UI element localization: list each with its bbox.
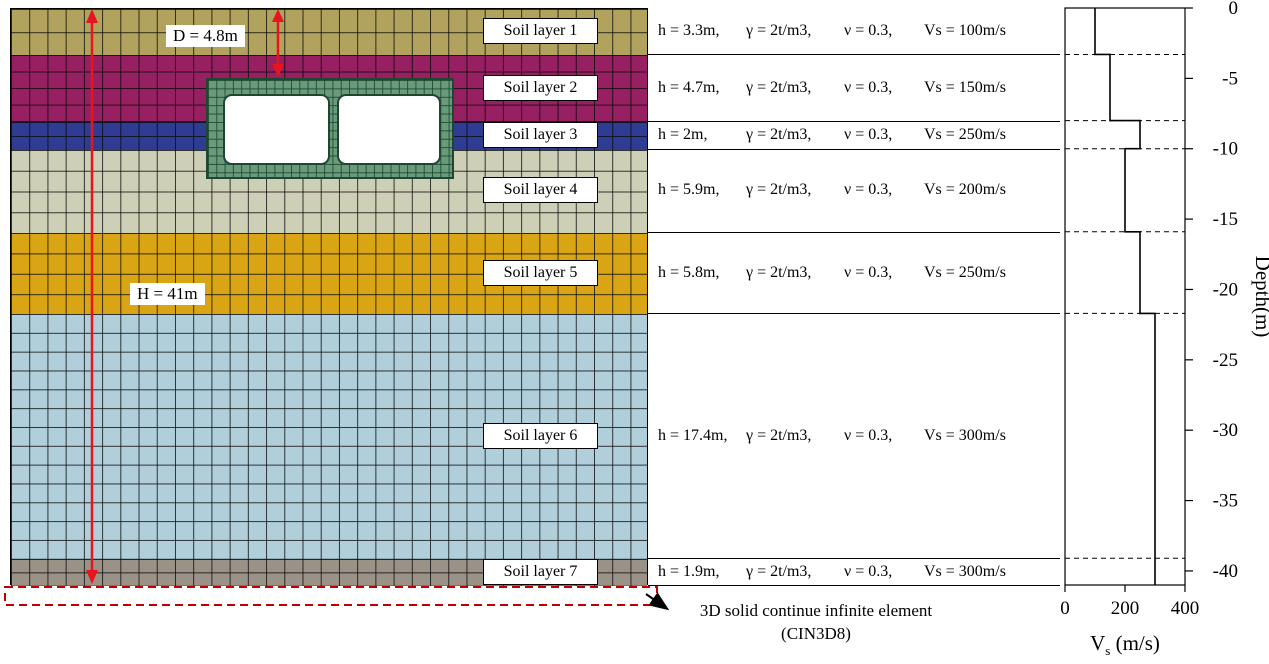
soil-layer-properties-2: h = 4.7m, γ = 2t/m3, ν = 0.3, Vs = 150m/s — [658, 77, 1058, 99]
prop-vs: Vs = 250m/s — [924, 125, 1006, 143]
prop-vs: Vs = 300m/s — [924, 562, 1006, 580]
layer-boundary-line-2 — [648, 120, 1060, 122]
x-tick-label: 0 — [1060, 598, 1070, 619]
mesh-layer-1 — [11, 9, 647, 56]
infinite-element-caption: 3D solid continue infinite element (CIN3… — [660, 600, 972, 646]
soil-layer-properties-6: h = 17.4m, γ = 2t/m3, ν = 0.3, Vs = 300m/s — [658, 425, 1058, 447]
prop-h: h = 3.3m, — [658, 22, 720, 40]
x-axis-label: Vs (m/s) — [1090, 631, 1160, 658]
soil-layer-label-1: Soil layer 1 — [483, 18, 598, 45]
soil-layer-label-4: Soil layer 4 — [483, 177, 598, 204]
prop-gamma: γ = 2t/m3, — [746, 263, 812, 281]
prop-nu: ν = 0.3, — [844, 426, 893, 444]
chart-frame — [1064, 7, 1186, 586]
soil-layer-label-5: Soil layer 5 — [483, 259, 598, 286]
prop-nu: ν = 0.3, — [844, 562, 893, 580]
infinite-element-dashed-boundary — [4, 586, 658, 606]
tunnel-structure — [206, 78, 454, 179]
y-tick-label: -25 — [1213, 350, 1238, 371]
prop-gamma: γ = 2t/m3, — [746, 562, 812, 580]
y-tick-label: -35 — [1213, 491, 1238, 512]
x-tick-label: 200 — [1111, 598, 1140, 619]
y-tick-label: -10 — [1213, 139, 1238, 160]
prop-nu: ν = 0.3, — [844, 22, 893, 40]
soil-layer-label-7: Soil layer 7 — [483, 558, 598, 585]
soil-layer-properties-5: h = 5.8m, γ = 2t/m3, ν = 0.3, Vs = 250m/s — [658, 262, 1058, 284]
mesh-layer-5 — [11, 232, 647, 315]
prop-nu: ν = 0.3, — [844, 125, 893, 143]
prop-vs: Vs = 100m/s — [924, 22, 1006, 40]
layer-boundary-line-5 — [648, 313, 1060, 315]
infinite-element-caption-line1: 3D solid continue infinite element — [699, 601, 933, 620]
layer-boundary-line-3 — [648, 148, 1060, 150]
soil-layer-label-3: Soil layer 3 — [483, 121, 598, 148]
y-tick-label: -30 — [1213, 420, 1238, 441]
vs-depth-chart: 0 200 400 0 -5 -10 -15 -20 -25 -30 -35 -40 Vs (m/s) D… — [1060, 0, 1269, 658]
prop-h: h = 5.9m, — [658, 181, 720, 199]
prop-gamma: γ = 2t/m3, — [746, 78, 812, 96]
h-dimension-label: H = 41m — [130, 283, 205, 305]
prop-h: h = 2m, — [658, 125, 708, 143]
prop-gamma: γ = 2t/m3, — [746, 181, 812, 199]
prop-h: h = 17.4m, — [658, 426, 728, 444]
soil-layer-properties-1: h = 3.3m, γ = 2t/m3, ν = 0.3, Vs = 100m/s — [658, 20, 1058, 42]
soil-layer-properties-7: h = 1.9m, γ = 2t/m3, ν = 0.3, Vs = 300m/s — [658, 561, 1058, 583]
layer-boundary-line-7 — [648, 585, 1060, 586]
y-axis-label: Depth(m) — [1251, 256, 1269, 338]
y-tick-label: -20 — [1213, 279, 1238, 300]
prop-gamma: γ = 2t/m3, — [746, 426, 812, 444]
layer-boundary-line-6 — [648, 558, 1060, 560]
infinite-element-caption-line2: (CIN3D8) — [781, 623, 851, 643]
d-dimension-label: D = 4.8m — [166, 25, 245, 47]
tunnel-opening-right — [337, 94, 441, 165]
prop-h: h = 4.7m, — [658, 78, 720, 96]
soil-layer-properties-4: h = 5.9m, γ = 2t/m3, ν = 0.3, Vs = 200m/s — [658, 179, 1058, 201]
prop-nu: ν = 0.3, — [844, 78, 893, 96]
prop-nu: ν = 0.3, — [844, 181, 893, 199]
prop-h: h = 1.9m, — [658, 562, 720, 580]
y-tick-label: -40 — [1213, 561, 1238, 582]
vs-profile-line — [1094, 8, 1156, 585]
x-tick-label: 400 — [1171, 598, 1200, 619]
soil-layer-label-6: Soil layer 6 — [483, 422, 598, 449]
prop-vs: Vs = 250m/s — [924, 263, 1006, 281]
prop-h: h = 5.8m, — [658, 263, 720, 281]
prop-nu: ν = 0.3, — [844, 263, 893, 281]
prop-gamma: γ = 2t/m3, — [746, 22, 812, 40]
prop-vs: Vs = 300m/s — [924, 426, 1006, 444]
soil-layer-label-2: Soil layer 2 — [483, 74, 598, 101]
layer-boundary-line-4 — [648, 231, 1060, 233]
y-tick-label: -5 — [1222, 68, 1238, 89]
tunnel-opening-left — [223, 94, 330, 165]
y-tick-label: 0 — [1229, 0, 1239, 19]
layer-boundary-line-1 — [648, 54, 1060, 56]
prop-vs: Vs = 150m/s — [924, 78, 1006, 96]
soil-mesh-grid — [10, 8, 648, 586]
prop-gamma: γ = 2t/m3, — [746, 125, 812, 143]
y-tick-label: -15 — [1213, 209, 1238, 230]
prop-vs: Vs = 200m/s — [924, 181, 1006, 199]
soil-layer-properties-3: h = 2m, γ = 2t/m3, ν = 0.3, Vs = 250m/s — [658, 124, 1058, 146]
